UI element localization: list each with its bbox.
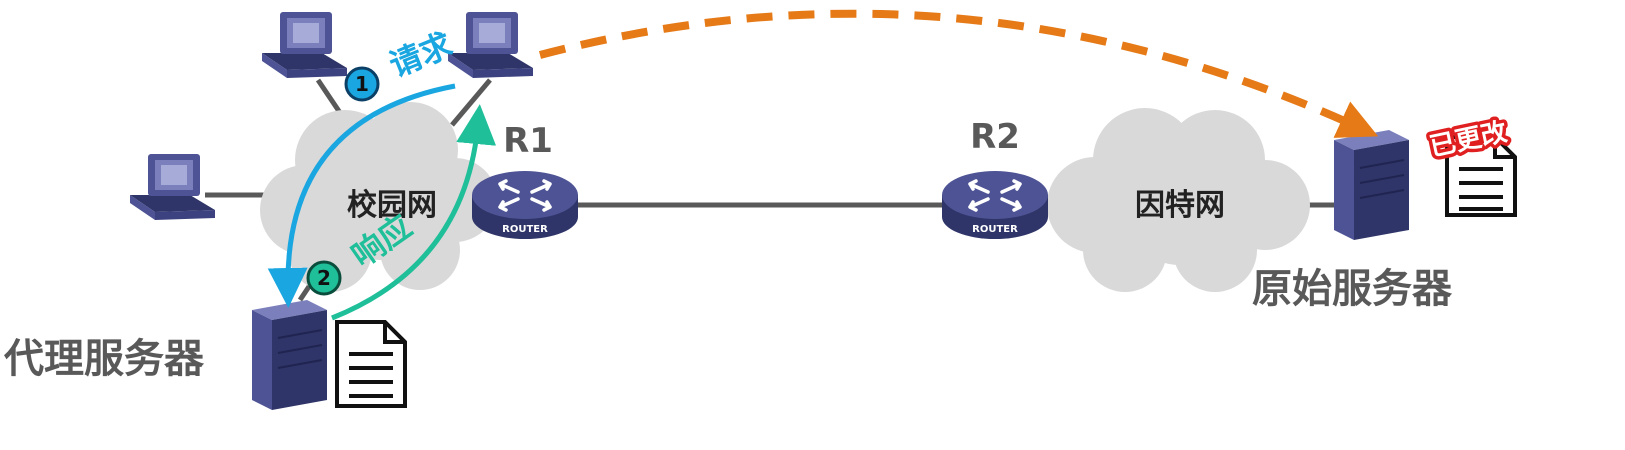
request-label: 请求: [384, 25, 458, 84]
request-arrow: [267, 83, 456, 308]
router-icon: ROUTER: [942, 171, 1048, 239]
router-caption: ROUTER: [502, 224, 548, 235]
direct-request-arrow: [538, 9, 1379, 138]
step-1-number: 1: [355, 72, 369, 96]
server-icon: [1334, 130, 1409, 240]
origin-server-label: 原始服务器: [1252, 266, 1453, 312]
step-1-badge: 1: [344, 66, 380, 102]
router-r1-label: R1: [503, 121, 553, 161]
computer-icon: [130, 154, 215, 220]
internet-cloud: [1047, 108, 1310, 292]
response-arrow: [331, 104, 497, 321]
campus-network-label: 校园网: [347, 188, 437, 223]
internet-label: 因特网: [1135, 188, 1225, 223]
router-caption: ROUTER: [972, 224, 1018, 235]
router-r2-label: R2: [970, 117, 1020, 157]
computer-icon: [448, 12, 533, 78]
link-pc-top-right: [450, 78, 492, 127]
router-icon: ROUTER: [472, 171, 578, 239]
document-icon: [335, 320, 407, 408]
step-2-number: 2: [317, 266, 331, 290]
step-2-badge: 2: [306, 260, 342, 296]
computer-icon: [262, 12, 347, 78]
document-icon: [1445, 135, 1517, 217]
proxy-server-label: 代理服务器: [3, 336, 205, 382]
server-icon: [252, 300, 327, 410]
